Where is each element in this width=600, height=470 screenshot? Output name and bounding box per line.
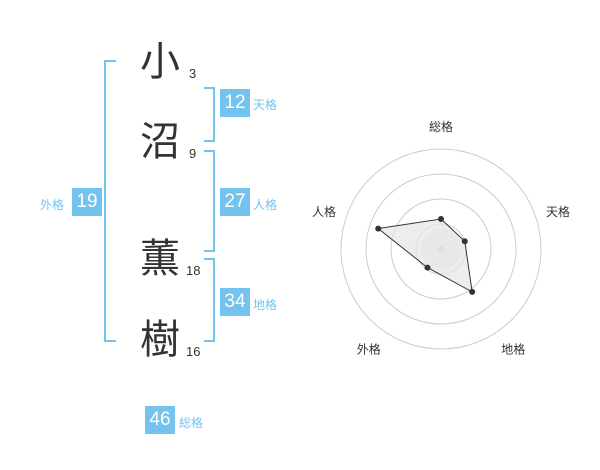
radar-axis-label-4: 外格: [357, 342, 381, 357]
name-char-2: 沼: [140, 119, 180, 165]
radar-axis-label-3: 地格: [501, 342, 525, 357]
name-char-3: 薫: [140, 236, 180, 282]
jinkaku-bracket: [204, 150, 215, 252]
name-char-1: 小: [140, 39, 180, 85]
radar-grid-ring-4: [340, 148, 542, 350]
tenkaku-value: 12: [220, 89, 250, 117]
radar-point-5: [375, 225, 382, 232]
tenkaku-label: 天格: [253, 98, 278, 112]
gaikaku-value: 19: [72, 188, 102, 216]
radar-grid-ring-2: [390, 198, 492, 300]
radar-score-polygon: [377, 218, 473, 293]
soukaku-label: 総格: [179, 416, 204, 430]
tenkaku-bracket: [204, 87, 215, 142]
soukaku-value: 46: [145, 406, 175, 434]
name-char-4: 樹: [140, 317, 180, 363]
stroke-count-3: 18: [186, 263, 201, 278]
radar-axis-label-1: 総格: [429, 119, 453, 134]
stroke-count-1: 3: [189, 66, 197, 81]
chikaku-bracket: [204, 258, 215, 342]
radar-grid-ring-3: [365, 173, 517, 325]
radar-point-1: [438, 216, 444, 222]
chikaku-value: 34: [220, 288, 250, 316]
gaikaku-label: 外格: [40, 198, 65, 212]
jinkaku-value: 27: [220, 188, 250, 216]
stroke-count-4: 16: [186, 344, 201, 359]
chikaku-label: 地格: [253, 298, 278, 312]
radar-point-2: [461, 238, 468, 245]
jinkaku-label: 人格: [253, 198, 278, 212]
radar-point-3: [469, 288, 476, 295]
radar-axis-label-2: 天格: [546, 204, 570, 219]
gaikaku-bracket: [104, 60, 116, 342]
stroke-count-2: 9: [189, 146, 197, 161]
radar-point-4: [424, 264, 431, 271]
radar-axis-label-5: 人格: [312, 204, 336, 219]
